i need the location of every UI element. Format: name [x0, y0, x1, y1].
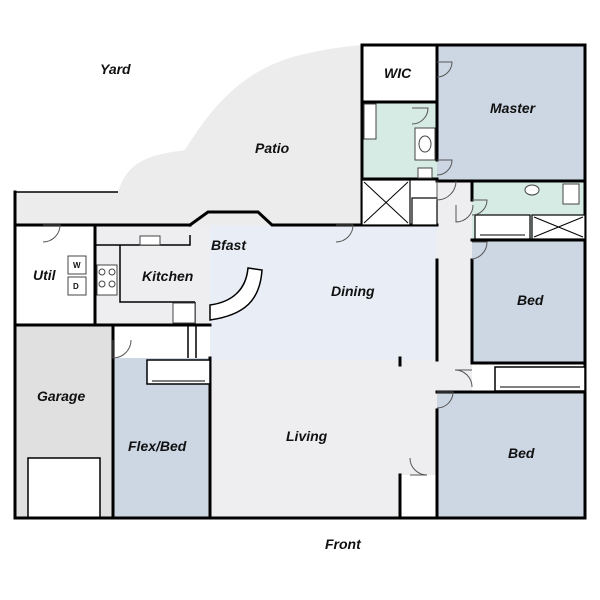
kitchen-sink: [139, 235, 161, 246]
label-bfast: Bfast: [211, 237, 247, 253]
burner: [108, 268, 116, 276]
hallway: [437, 181, 472, 392]
util-room: [15, 225, 95, 325]
label-front: Front: [325, 536, 362, 552]
label-bed-upper: Bed: [517, 292, 544, 308]
washer-label: W: [73, 261, 81, 270]
hall-sink: [524, 184, 540, 196]
hall-bath-fixtures: [524, 183, 586, 240]
label-bed-lower: Bed: [508, 445, 535, 461]
tub-x: [533, 216, 584, 238]
label-yard: Yard: [100, 61, 131, 77]
label-kitchen: Kitchen: [142, 268, 193, 284]
label-wic: WIC: [384, 65, 412, 81]
master-toilet: [417, 167, 433, 179]
master-sink: [418, 135, 432, 153]
label-garage: Garage: [37, 388, 85, 404]
label-flex-bed: Flex/Bed: [128, 438, 187, 454]
fridge: [172, 302, 196, 324]
entry-nook: [400, 475, 437, 518]
master-wh: [363, 103, 377, 140]
label-living: Living: [286, 428, 328, 444]
burner: [98, 280, 106, 288]
dryer-label: D: [73, 282, 79, 291]
burner: [98, 268, 106, 276]
label-patio: Patio: [255, 140, 290, 156]
master-ledge: [411, 197, 438, 226]
garage-door: [27, 457, 101, 519]
door-swings: [42, 61, 488, 476]
bed-lower-room: [437, 392, 585, 518]
shower-x: [363, 181, 409, 224]
label-dining: Dining: [331, 283, 375, 299]
exterior-walls: [13, 43, 587, 520]
dryer: [67, 276, 87, 296]
master-room: [437, 45, 585, 181]
flex-closet: [146, 359, 211, 385]
wic-room: [362, 45, 437, 102]
kitchen-island: [209, 267, 263, 321]
master-bath-fixtures: [361, 103, 438, 226]
label-util: Util: [33, 267, 57, 283]
patio-area: [15, 45, 362, 225]
hall-toilet: [562, 183, 580, 205]
burner: [108, 280, 116, 288]
label-master: Master: [490, 100, 537, 116]
bed-upper-room: [472, 240, 585, 363]
washer: [67, 255, 87, 275]
